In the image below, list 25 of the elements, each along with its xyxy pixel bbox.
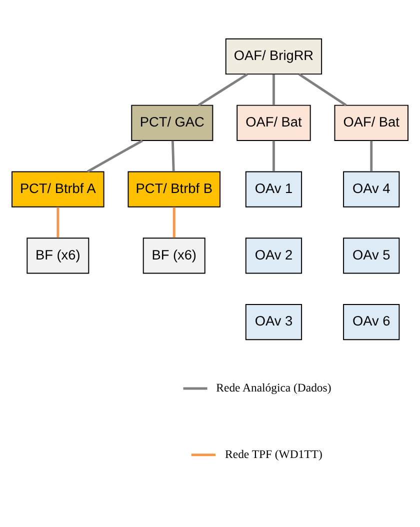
connector xyxy=(198,73,248,106)
node-box: OAF/ BrigRR xyxy=(225,38,322,75)
node-box: PCT/ GAC xyxy=(131,104,214,141)
node-box: OAv 5 xyxy=(343,238,400,274)
node-box: OAv 3 xyxy=(245,304,302,340)
node-box: OAF/ Bat xyxy=(334,104,408,141)
connector xyxy=(86,140,144,173)
node-box: OAF/ Bat xyxy=(236,104,311,141)
node-box: OAv 1 xyxy=(245,171,302,208)
node-box: PCT/ Btrbf B xyxy=(128,171,220,208)
node-box: OAv 2 xyxy=(245,238,302,274)
connector xyxy=(370,140,373,172)
node-box: BF (x6) xyxy=(142,238,206,274)
node-box: PCT/ Btrbf A xyxy=(12,171,104,208)
connector xyxy=(298,73,347,106)
node-box: OAv 6 xyxy=(343,304,400,340)
legend-label: Rede Analógica (Dados) xyxy=(216,382,332,395)
connector xyxy=(272,140,275,172)
connector xyxy=(272,74,275,105)
node-box: BF (x6) xyxy=(26,238,90,274)
node-box: OAv 4 xyxy=(343,171,400,208)
connector xyxy=(172,207,176,238)
connector xyxy=(56,207,60,238)
legend-label: Rede TPF (WD1TT) xyxy=(225,448,322,461)
connector xyxy=(171,140,175,172)
